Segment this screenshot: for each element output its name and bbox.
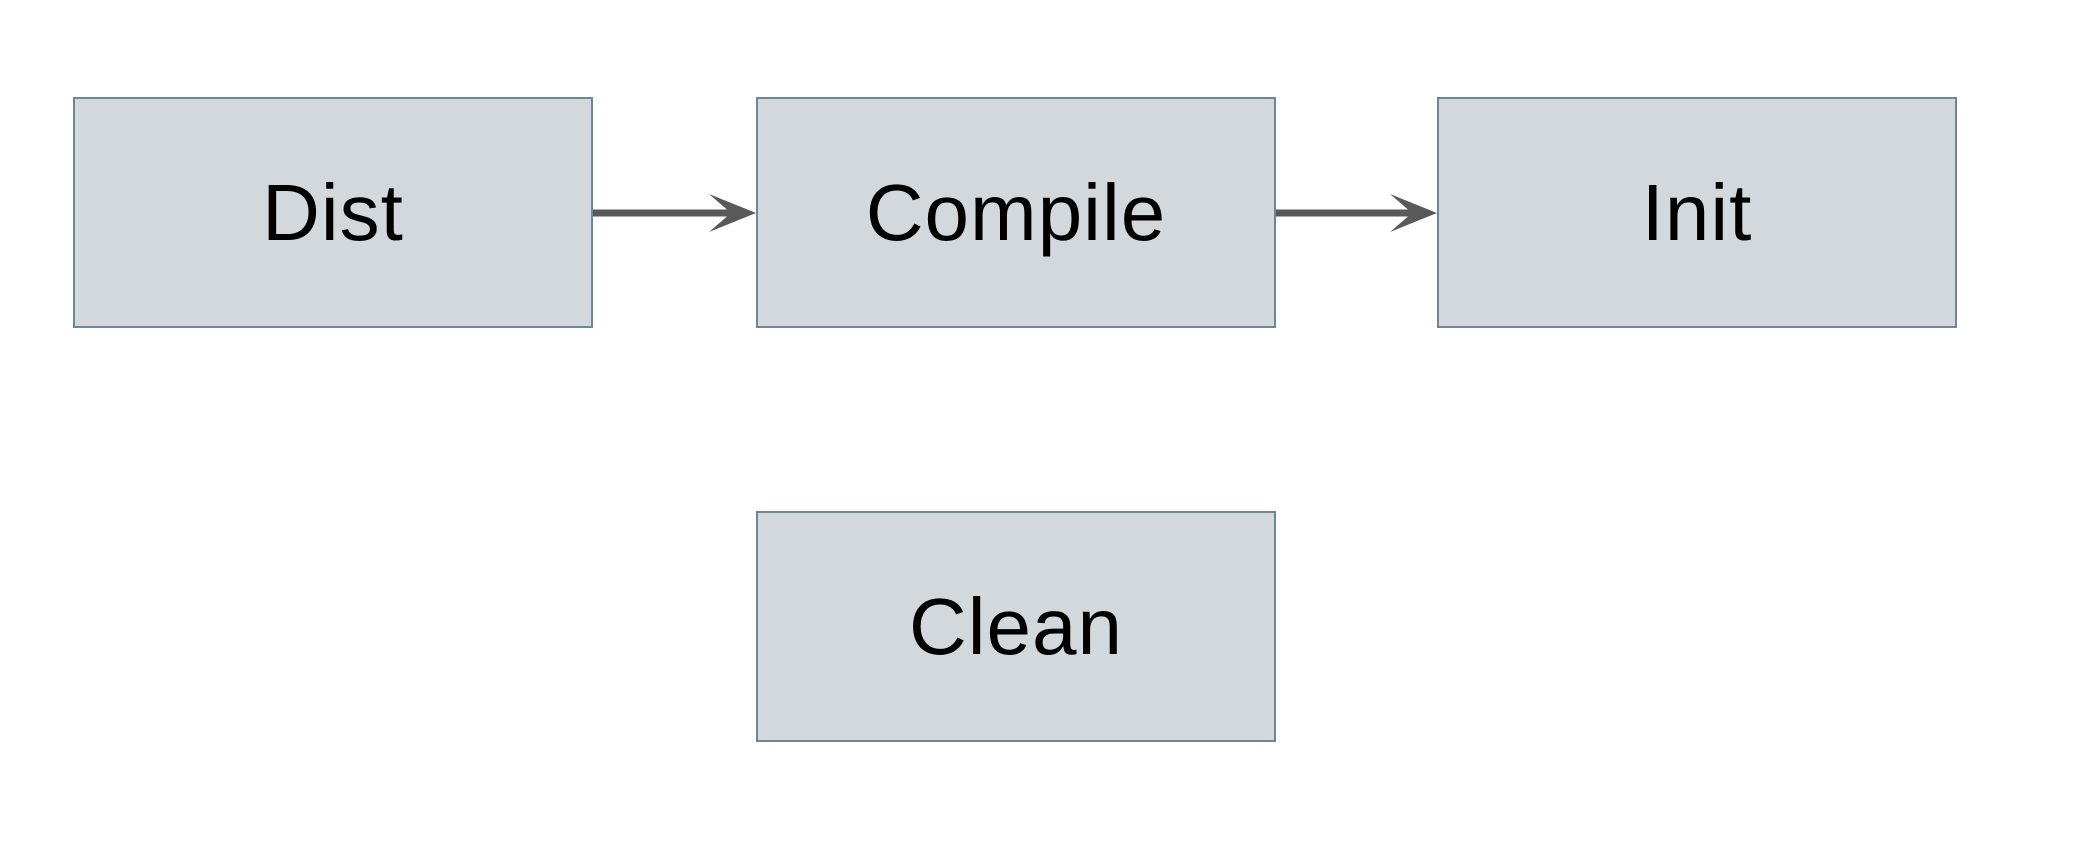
node-clean-label: Clean xyxy=(908,581,1124,671)
node-compile-label: Compile xyxy=(865,167,1167,257)
node-dist-label: Dist xyxy=(262,167,404,257)
edge-compile-to-init xyxy=(1276,194,1437,232)
node-clean: Clean xyxy=(756,511,1276,742)
edge-dist-to-compile xyxy=(593,194,756,232)
node-init-label: Init xyxy=(1641,167,1753,257)
node-dist: Dist xyxy=(73,97,593,328)
node-compile: Compile xyxy=(756,97,1276,328)
node-init: Init xyxy=(1437,97,1957,328)
arrowhead-right-icon xyxy=(1390,194,1437,232)
arrowhead-right-icon xyxy=(709,194,756,232)
